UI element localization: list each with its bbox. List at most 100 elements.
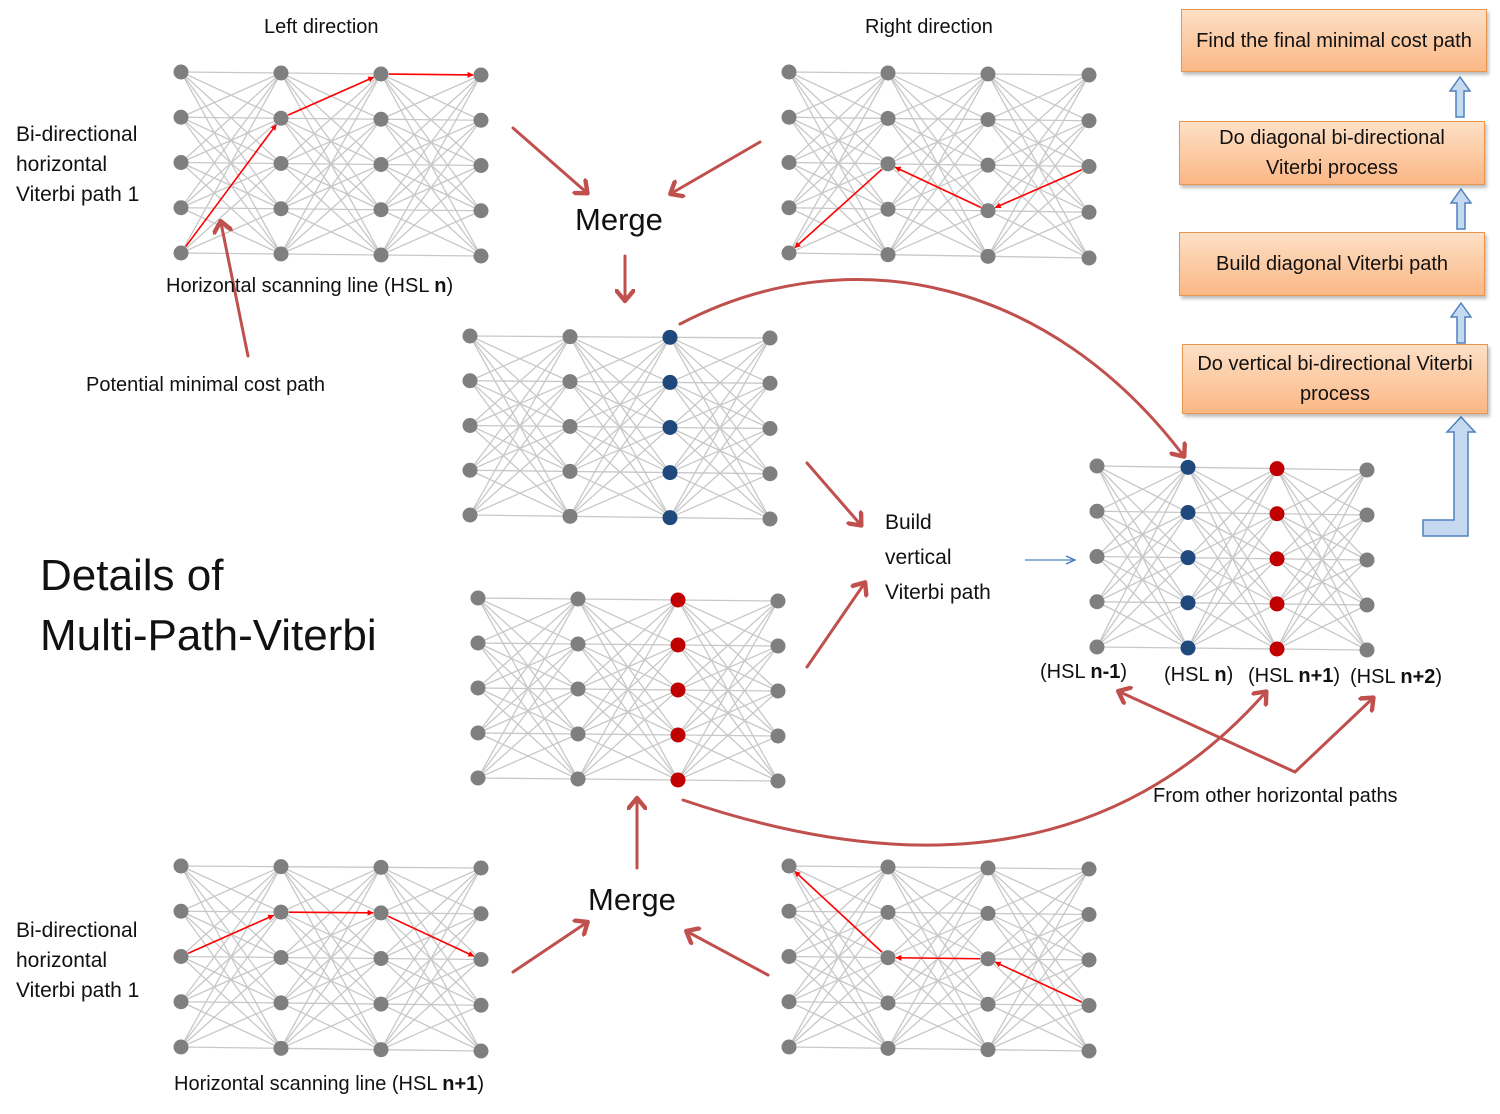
trellis-edge bbox=[180, 866, 282, 957]
trellis-edge bbox=[477, 598, 579, 779]
trellis-edge bbox=[1096, 466, 1189, 603]
trellis-edge bbox=[380, 867, 482, 959]
trellis-edge bbox=[577, 599, 679, 690]
trellis-edge bbox=[677, 600, 779, 691]
step-find-final-path: Find the final minimal cost path bbox=[1181, 9, 1487, 72]
trellis-edge bbox=[987, 868, 1090, 1005]
trellis-node bbox=[462, 462, 478, 478]
trellis-edge bbox=[280, 73, 382, 210]
trellis-edge bbox=[788, 957, 889, 1048]
trellis-node bbox=[762, 511, 778, 527]
trellis-edge bbox=[280, 866, 382, 913]
trellis-node bbox=[1180, 505, 1196, 520]
trellis-node bbox=[1081, 952, 1097, 968]
trellis-node bbox=[373, 859, 389, 875]
trellis-edge bbox=[1096, 646, 1189, 649]
trellis-node bbox=[1081, 250, 1097, 266]
hsl-label-n: (HSL n) bbox=[1164, 664, 1234, 686]
left-bottom-path-segment bbox=[387, 915, 475, 957]
trellis-node bbox=[470, 725, 486, 741]
trellis-edge bbox=[788, 866, 889, 912]
trellis-node bbox=[173, 994, 189, 1010]
trellis-edge bbox=[887, 866, 989, 869]
trellis-edge bbox=[569, 382, 671, 517]
hsl-label-n-minus-1: (HSL n-1) bbox=[1040, 661, 1128, 683]
trellis-edge bbox=[469, 514, 571, 517]
trellis-node bbox=[462, 418, 478, 433]
trellis-node bbox=[880, 904, 896, 920]
trellis-node bbox=[473, 860, 489, 876]
trellis-node bbox=[1089, 503, 1105, 519]
trellis-edge bbox=[669, 517, 771, 520]
trellis-merged-bottom-nodes bbox=[470, 590, 786, 789]
trellis-edge bbox=[280, 164, 382, 255]
trellis-node bbox=[662, 465, 678, 481]
trellis-edge bbox=[469, 335, 571, 338]
trellis-edge bbox=[1096, 466, 1189, 512]
trellis-edge bbox=[180, 163, 282, 254]
trellis-edge bbox=[788, 71, 889, 74]
trellis-edge bbox=[788, 866, 889, 1048]
trellis-edge bbox=[1187, 466, 1278, 470]
trellis-node bbox=[1269, 551, 1285, 567]
trellis-edge bbox=[280, 73, 382, 164]
trellis-edge bbox=[180, 72, 282, 118]
hsl-label-n-plus-2: (HSL n+2) bbox=[1350, 666, 1443, 688]
hsl-bottom-caption: Horizontal scanning line (HSL n+1) bbox=[174, 1073, 484, 1095]
trellis-edge bbox=[477, 597, 579, 600]
trellis-node bbox=[781, 1039, 797, 1055]
trellis-node bbox=[562, 463, 578, 479]
trellis-node bbox=[880, 950, 896, 966]
trellis-node bbox=[273, 65, 289, 81]
trellis-edge bbox=[987, 868, 1090, 960]
trellis-node bbox=[273, 156, 289, 171]
trellis-edge bbox=[677, 779, 779, 782]
merge-top-label: Merge bbox=[575, 202, 663, 237]
arrow-merged-bottom-to-build bbox=[805, 584, 864, 669]
arrow-curve-blue-to-vertical bbox=[678, 278, 1183, 455]
trellis-node bbox=[173, 903, 189, 919]
trellis-node bbox=[770, 638, 786, 654]
trellis-node bbox=[273, 950, 289, 965]
trellis-edge bbox=[987, 74, 1090, 166]
step-diagonal-process: Do diagonal bi-directional Viterbi proce… bbox=[1179, 121, 1485, 185]
trellis-left-top-nodes bbox=[173, 64, 489, 264]
trellis-edge bbox=[1187, 468, 1278, 649]
trellis-node bbox=[1180, 640, 1196, 656]
trellis-edge bbox=[569, 336, 671, 472]
trellis-edge bbox=[1276, 648, 1368, 651]
trellis-right-bottom-nodes bbox=[781, 858, 1097, 1059]
trellis-edge bbox=[887, 73, 989, 120]
up-arrow-to-final bbox=[1448, 75, 1472, 118]
trellis-node bbox=[770, 773, 786, 789]
trellis-node bbox=[1180, 595, 1196, 611]
trellis-edge bbox=[887, 164, 989, 256]
trellis-edge bbox=[788, 208, 889, 254]
trellis-edge bbox=[569, 471, 671, 517]
step-build-diagonal-path: Build diagonal Viterbi path bbox=[1179, 232, 1485, 296]
trellis-edge bbox=[280, 867, 382, 1049]
trellis-right-top-nodes bbox=[781, 64, 1097, 266]
trellis-node bbox=[781, 903, 797, 919]
trellis-node bbox=[1089, 594, 1105, 610]
trellis-node bbox=[1269, 641, 1285, 657]
trellis-edge bbox=[569, 336, 671, 383]
trellis-edge bbox=[1276, 469, 1368, 650]
trellis-edge bbox=[987, 166, 1090, 257]
trellis-node bbox=[781, 155, 797, 170]
trellis-edge bbox=[987, 255, 1090, 259]
trellis-edge bbox=[380, 1004, 482, 1051]
trellis-node bbox=[980, 951, 996, 967]
trellis-edge bbox=[987, 74, 1090, 257]
trellis-node bbox=[662, 510, 678, 526]
trellis-edge bbox=[380, 165, 482, 256]
trellis-node bbox=[670, 637, 686, 653]
trellis-node bbox=[762, 466, 778, 482]
trellis-node bbox=[980, 996, 996, 1012]
trellis-node bbox=[173, 200, 189, 216]
trellis-edge bbox=[1187, 558, 1278, 649]
trellis-edge bbox=[1276, 559, 1368, 650]
trellis-edge bbox=[477, 643, 579, 779]
trellis-node bbox=[880, 995, 896, 1011]
trellis-edge bbox=[677, 690, 779, 781]
